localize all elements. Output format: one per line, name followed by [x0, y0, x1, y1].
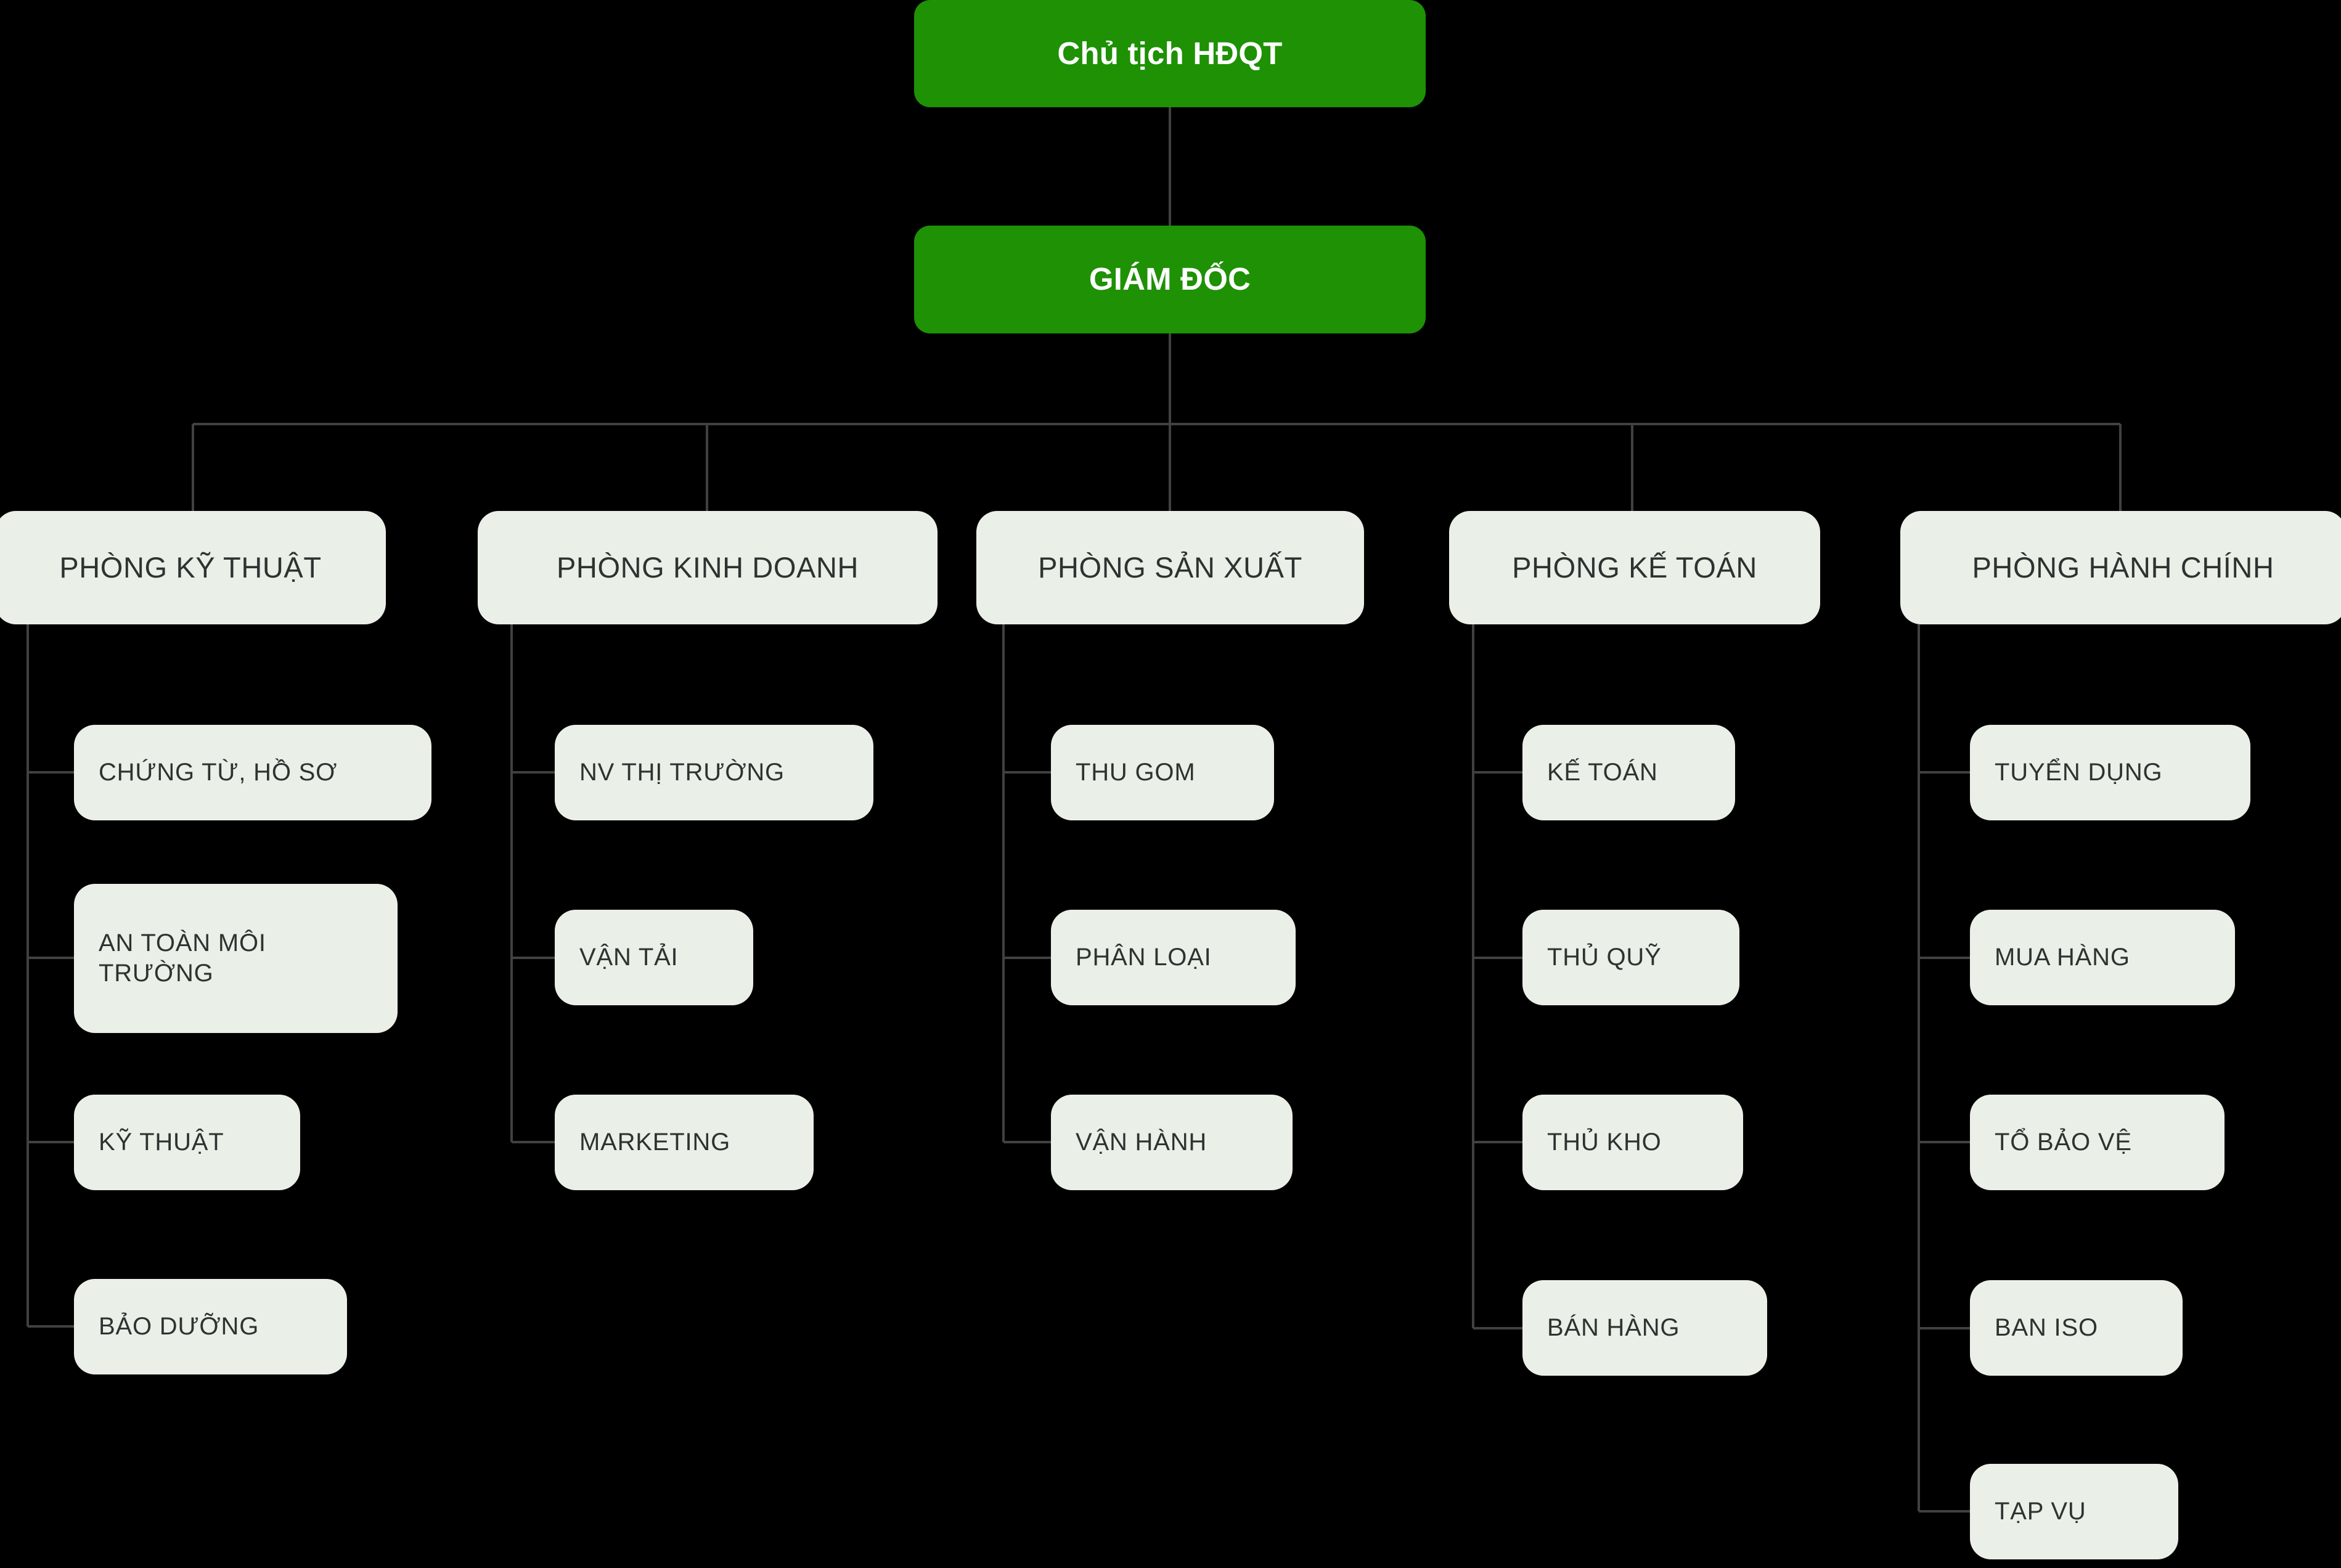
node-department-ke-toan[interactable]: PHÒNG KẾ TOÁN	[1449, 511, 1820, 624]
node-nv-thi-truong-label: NV THỊ TRƯỜNG	[579, 759, 785, 786]
node-an-toan-moi-truong[interactable]: AN TOÀN MÔI TRƯỜNG	[74, 884, 398, 1033]
node-to-bao-ve-label: TỔ BẢO VỆ	[1995, 1129, 2132, 1156]
node-an-toan-moi-truong-label: AN TOÀN MÔI TRƯỜNG	[99, 929, 266, 987]
node-marketing[interactable]: MARKETING	[555, 1095, 814, 1190]
node-nv-thi-truong[interactable]: NV THỊ TRƯỜNG	[555, 725, 873, 820]
node-mua-hang[interactable]: MUA HÀNG	[1970, 910, 2235, 1005]
node-director[interactable]: GIÁM ĐỐC	[914, 226, 1426, 333]
node-thu-quy-label: THỦ QUỸ	[1547, 944, 1662, 971]
node-thu-quy[interactable]: THỦ QUỸ	[1522, 910, 1739, 1005]
node-tuyen-dung-label: TUYỂN DỤNG	[1995, 759, 2163, 786]
node-bao-duong-label: BẢO DƯỠNG	[99, 1313, 259, 1341]
node-phan-loai-label: PHÂN LOẠI	[1076, 944, 1212, 971]
node-department-ke-toan-label: PHÒNG KẾ TOÁN	[1512, 551, 1757, 584]
node-van-tai-label: VẬN TẢI	[579, 944, 679, 971]
node-ky-thuat-label: KỸ THUẬT	[99, 1129, 224, 1156]
node-thu-kho[interactable]: THỦ KHO	[1522, 1095, 1743, 1190]
node-department-kinh-doanh[interactable]: PHÒNG KINH DOANH	[478, 511, 938, 624]
node-department-hanh-chinh[interactable]: PHÒNG HÀNH CHÍNH	[1900, 511, 2341, 624]
node-van-hanh[interactable]: VẬN HÀNH	[1051, 1095, 1293, 1190]
node-thu-gom[interactable]: THU GOM	[1051, 725, 1274, 820]
node-director-label: GIÁM ĐỐC	[1089, 261, 1251, 297]
node-chung-tu-ho-so-label: CHỨNG TỪ, HỒ SƠ	[99, 759, 338, 786]
node-ban-hang[interactable]: BÁN HÀNG	[1522, 1280, 1767, 1376]
node-van-hanh-label: VẬN HÀNH	[1076, 1129, 1207, 1156]
node-department-san-xuat[interactable]: PHÒNG SẢN XUẤT	[976, 511, 1364, 624]
node-department-ky-thuat[interactable]: PHÒNG KỸ THUẬT	[0, 511, 386, 624]
node-bao-duong[interactable]: BẢO DƯỠNG	[74, 1279, 347, 1374]
node-thu-kho-label: THỦ KHO	[1547, 1129, 1662, 1156]
node-phan-loai[interactable]: PHÂN LOẠI	[1051, 910, 1296, 1005]
node-department-san-xuat-label: PHÒNG SẢN XUẤT	[1038, 551, 1302, 584]
node-tuyen-dung[interactable]: TUYỂN DỤNG	[1970, 725, 2250, 820]
node-ke-toan[interactable]: KẾ TOÁN	[1522, 725, 1735, 820]
node-van-tai[interactable]: VẬN TẢI	[555, 910, 753, 1005]
node-ke-toan-label: KẾ TOÁN	[1547, 759, 1658, 786]
node-department-kinh-doanh-label: PHÒNG KINH DOANH	[556, 551, 859, 584]
node-tap-vu[interactable]: TẠP VỤ	[1970, 1464, 2178, 1559]
node-ban-iso-label: BAN ISO	[1995, 1314, 2098, 1342]
node-marketing-label: MARKETING	[579, 1129, 730, 1156]
node-mua-hang-label: MUA HÀNG	[1995, 944, 2130, 971]
node-department-hanh-chinh-label: PHÒNG HÀNH CHÍNH	[1972, 551, 2274, 584]
node-chairman[interactable]: Chủ tịch HĐQT	[914, 0, 1426, 107]
node-ban-iso[interactable]: BAN ISO	[1970, 1280, 2183, 1376]
node-ban-hang-label: BÁN HÀNG	[1547, 1314, 1680, 1342]
node-to-bao-ve[interactable]: TỔ BẢO VỆ	[1970, 1095, 2225, 1190]
node-ky-thuat[interactable]: KỸ THUẬT	[74, 1095, 300, 1190]
node-thu-gom-label: THU GOM	[1076, 759, 1196, 786]
node-chung-tu-ho-so[interactable]: CHỨNG TỪ, HỒ SƠ	[74, 725, 431, 820]
node-chairman-label: Chủ tịch HĐQT	[1057, 35, 1283, 71]
node-tap-vu-label: TẠP VỤ	[1995, 1498, 2086, 1525]
node-department-ky-thuat-label: PHÒNG KỸ THUẬT	[59, 551, 322, 584]
